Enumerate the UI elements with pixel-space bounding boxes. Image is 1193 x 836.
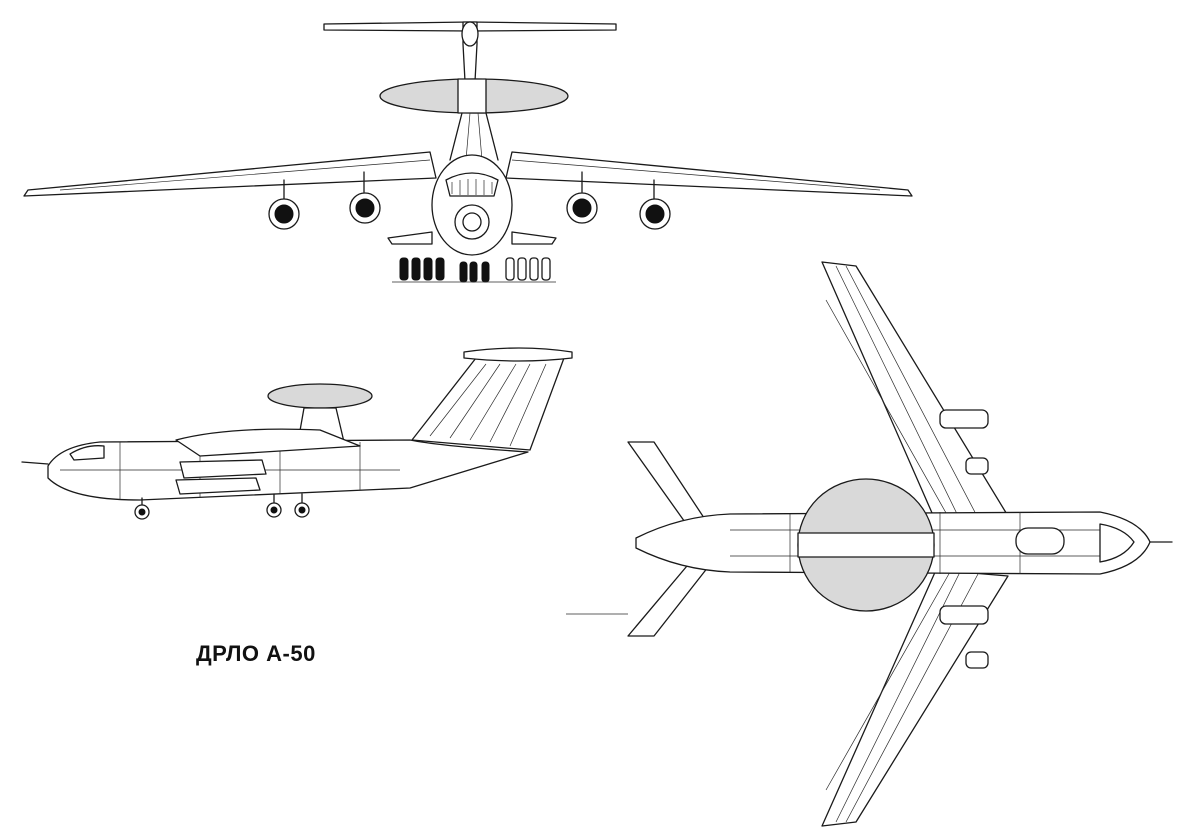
top-view	[627, 261, 1173, 827]
diagram-caption: ДРЛО А-50	[196, 641, 316, 666]
front-view	[23, 21, 913, 283]
engine-top	[939, 409, 989, 669]
side-view	[21, 347, 573, 520]
landing-gear-front	[399, 257, 551, 283]
landing-gear-side	[134, 493, 310, 520]
engine-front	[268, 192, 671, 230]
